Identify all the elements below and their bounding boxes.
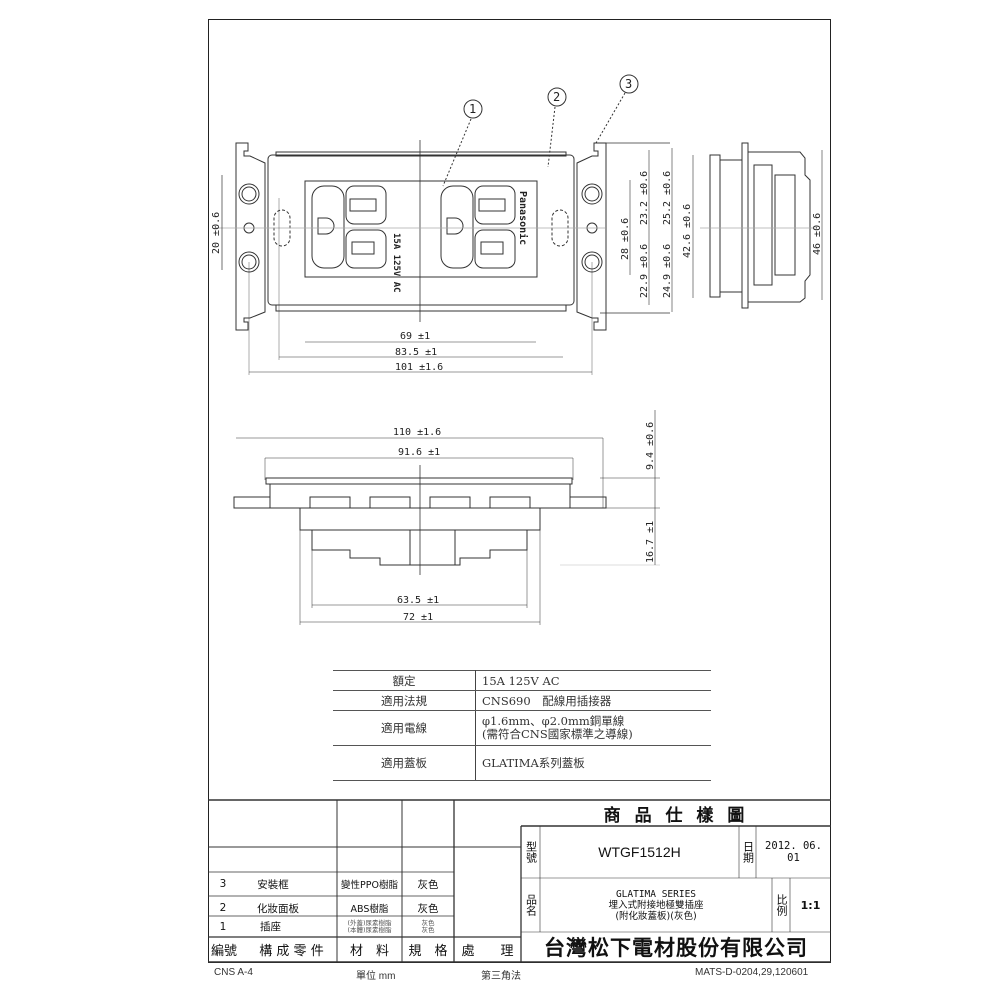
dim-9-4: 9.4 ±0.6: [645, 422, 656, 470]
spec-table: 額定 15A 125V AC 適用法規 CNS690 配線用插接器 適用電線 φ…: [333, 670, 711, 781]
part-spec: 灰色: [417, 878, 439, 891]
header-spec: 規 格: [408, 944, 448, 959]
spec-label: 適用電線: [333, 710, 476, 746]
dim-20: 20 ±0.6: [211, 212, 222, 254]
part-name: 化妝面板: [257, 902, 299, 915]
title-block: 商 品 仕 樣 圖 型號 WTGF1512H 日期 2012. 06. 01 品…: [521, 800, 831, 962]
dim-72: 72 ±1: [403, 612, 433, 623]
part-number: 3: [219, 878, 227, 890]
product-name-line1: GLATIMA SERIES: [615, 888, 697, 900]
spec-value-line2: (需符合CNS國家標準之導線): [482, 727, 633, 741]
header-part: 構 成 零 件: [259, 944, 324, 959]
spec-label: 適用蓋板: [333, 745, 476, 781]
scale-value: 1:1: [800, 898, 821, 912]
part-material: 變性PPO樹脂: [341, 880, 398, 891]
part-material-line1: (外蓋)尿素樹脂: [347, 918, 392, 927]
part-spec-line2: 灰色: [421, 925, 435, 934]
scale-label: 比例: [775, 894, 788, 916]
dim-110: 110 ±1.6: [393, 427, 441, 438]
spec-label: 額定: [333, 670, 476, 691]
dim-24-9: 24.9 ±0.6: [662, 244, 673, 298]
part-name: 安裝框: [257, 878, 289, 891]
product-name-line2: 埋入式附接地極雙插座: [608, 899, 704, 911]
header-material: 材 料: [349, 944, 389, 959]
balloon-1: 1: [469, 102, 476, 116]
balloon-3: 3: [625, 77, 632, 91]
product-name-label: 品名: [524, 894, 538, 916]
dim-25-2: 25.2 ±0.6: [662, 171, 673, 225]
product-name: GLATIMA SERIES 埋入式附接地極雙插座 (附化妝蓋板)(灰色): [540, 878, 772, 932]
part-spec: 灰色 灰色: [402, 916, 454, 937]
date-label: 日期: [741, 841, 755, 863]
dim-22-9: 22.9 ±0.6: [639, 244, 650, 298]
dim-28: 28 ±0.6: [620, 218, 631, 260]
outlet-rating-text: 15A 125V AC: [391, 233, 401, 293]
spec-row: 適用電線 φ1.6mm、φ2.0mm銅單線 (需符合CNS國家標準之導線): [333, 710, 711, 746]
dim-63-5: 63.5 ±1: [397, 595, 439, 606]
spec-value: GLATIMA系列蓋板: [475, 745, 711, 781]
part-spec: 灰色: [417, 902, 439, 915]
balloon-2: 2: [553, 90, 560, 104]
brand-logo-text: Panasonic: [517, 191, 529, 245]
paper-size: CNS A-4: [214, 967, 253, 978]
dim-23-2: 23.2 ±0.6: [639, 171, 650, 225]
document-number: MATS-D-0204,29,120601: [695, 967, 809, 978]
dim-69: 69 ±1: [400, 331, 430, 342]
dim-101: 101 ±1.6: [395, 362, 443, 373]
part-number: 2: [219, 902, 227, 914]
model-label: 型號: [524, 841, 538, 863]
unit-label: 單位 mm: [356, 971, 396, 982]
part-spec-line1: 灰色: [421, 918, 435, 927]
company-name: 台灣松下電材股份有限公司: [544, 936, 808, 960]
product-name-line3: (附化妝蓋板)(灰色): [615, 910, 697, 922]
dim-83-5: 83.5 ±1: [395, 347, 437, 358]
spec-value: φ1.6mm、φ2.0mm銅單線 (需符合CNS國家標準之導線): [475, 710, 711, 746]
spec-value-line1: φ1.6mm、φ2.0mm銅單線: [482, 714, 625, 728]
dim-91-6: 91.6 ±1: [398, 447, 440, 458]
parts-list: 3 安裝框 變性PPO樹脂 灰色 2 化妝面板 ABS樹脂 灰色 1 插座 (外…: [208, 872, 521, 962]
dim-46: 46 ±0.6: [812, 213, 823, 255]
drawing-date: 2012. 06. 01: [765, 840, 822, 864]
model-number: WTGF1512H: [598, 844, 681, 860]
projection-method: 第三角法: [481, 971, 521, 982]
part-name: 插座: [260, 921, 281, 933]
part-material-line2: (本體)尿素樹脂: [347, 925, 392, 934]
header-number: 編號: [211, 944, 238, 959]
header-process: 處 理: [461, 944, 514, 959]
part-material: ABS樹脂: [350, 904, 389, 915]
dim-42-6: 42.6 ±0.6: [682, 204, 693, 258]
part-material: (外蓋)尿素樹脂 (本體)尿素樹脂: [337, 916, 402, 937]
dim-16-7: 16.7 ±1: [645, 521, 656, 563]
spec-row: 適用蓋板 GLATIMA系列蓋板: [333, 745, 711, 781]
sheet-title: 商 品 仕 樣 圖: [603, 805, 749, 826]
part-number: 1: [219, 920, 227, 933]
front-view-drawing: 15A 125V AC Panasonic 1 2 3 69 ±1 83.5 ±…: [211, 74, 823, 625]
